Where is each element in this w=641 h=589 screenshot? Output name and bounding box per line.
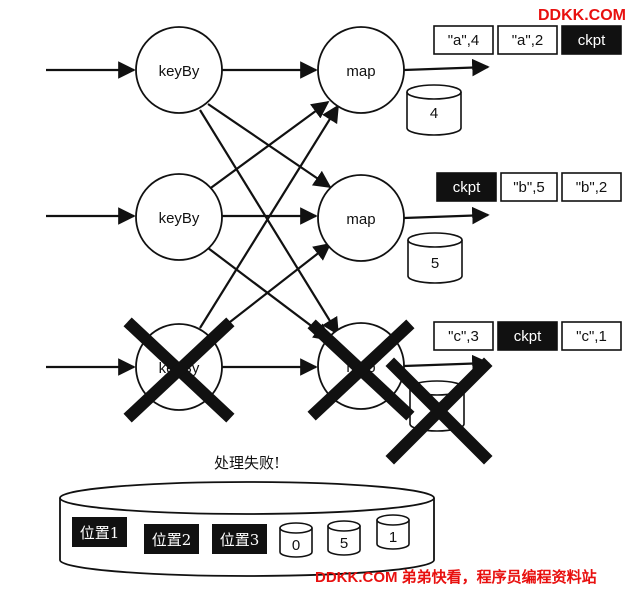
checkpoint-label: ckpt [514,328,542,345]
record-box [500,172,558,202]
output-row-3: "c",3 ckpt "c",1 [433,321,622,351]
position-blocks: 位置1 位置2 位置3 [72,517,267,554]
map-node-1 [317,26,405,114]
record-label: "a",2 [512,32,544,49]
watermark-top: DDKK.COM [538,7,626,24]
keyby-label-1: keyBy [159,63,200,80]
record-label: "b",2 [576,179,608,196]
record-box [433,25,494,55]
checkpoint-barrier [497,321,558,351]
edge-keyby1-map3 [199,109,339,336]
checkpoint-barrier [561,25,622,55]
state-cylinder-1: 4 [406,84,462,136]
position-block-1 [72,517,127,547]
state-value-2: 5 [431,255,439,272]
stored-state-cylinders: 0 5 1 [279,514,410,558]
stored-state-3: 1 [376,514,410,550]
record-box [561,321,622,351]
keyby-node-2 [135,173,223,261]
position-label-1: 位置1 [80,524,120,542]
state-cylinder-2: 5 [407,232,463,284]
stored-value-3: 1 [389,529,397,546]
output-arrow-2 [403,206,490,225]
stored-state-2: 5 [327,520,361,556]
map-label-1: map [346,63,375,80]
record-box [497,25,558,55]
record-label: "a",4 [448,32,480,49]
checkpoint-barrier [436,172,497,202]
map-label-2: map [346,211,375,228]
checkpoint-label: ckpt [578,32,606,49]
position-label-2: 位置2 [152,531,192,549]
record-label: "c",1 [576,328,607,345]
output-row-2: ckpt "b",5 "b",2 [436,172,622,202]
failure-cross-state-3 [385,357,493,465]
edge-keyby3-map1 [199,104,339,329]
output-row-1: "a",4 "a",2 ckpt [433,25,622,55]
map-node-2 [317,174,405,262]
position-block-3 [212,524,267,554]
edge-keyby2-map1 [207,100,330,191]
stored-value-1: 0 [292,537,300,554]
edge-keyby3-map2-in [207,247,332,342]
keyby-label-2: keyBy [159,210,200,227]
failure-cross-map-3 [307,319,415,421]
record-box [561,172,622,202]
keyby-node-1 [135,26,223,114]
record-label: "b",5 [513,179,545,196]
output-arrow-3 [403,354,490,373]
watermark-bottom: DDKK.COM 弟弟快看，程序员编程资料站 [315,568,597,586]
stored-state-1: 0 [279,522,313,558]
record-label: "c",3 [448,328,479,345]
position-block-2 [144,524,199,554]
stored-value-2: 5 [340,535,348,552]
position-label-3: 位置3 [220,531,260,549]
output-arrow-1 [403,58,490,77]
edge-keyby3-map2 [211,242,332,337]
failure-text: 处理失败! [214,454,280,472]
failure-cross-keyby-3 [123,317,235,423]
state-value-1: 4 [430,105,438,122]
checkpoint-label: ckpt [453,179,481,196]
record-box [433,321,494,351]
